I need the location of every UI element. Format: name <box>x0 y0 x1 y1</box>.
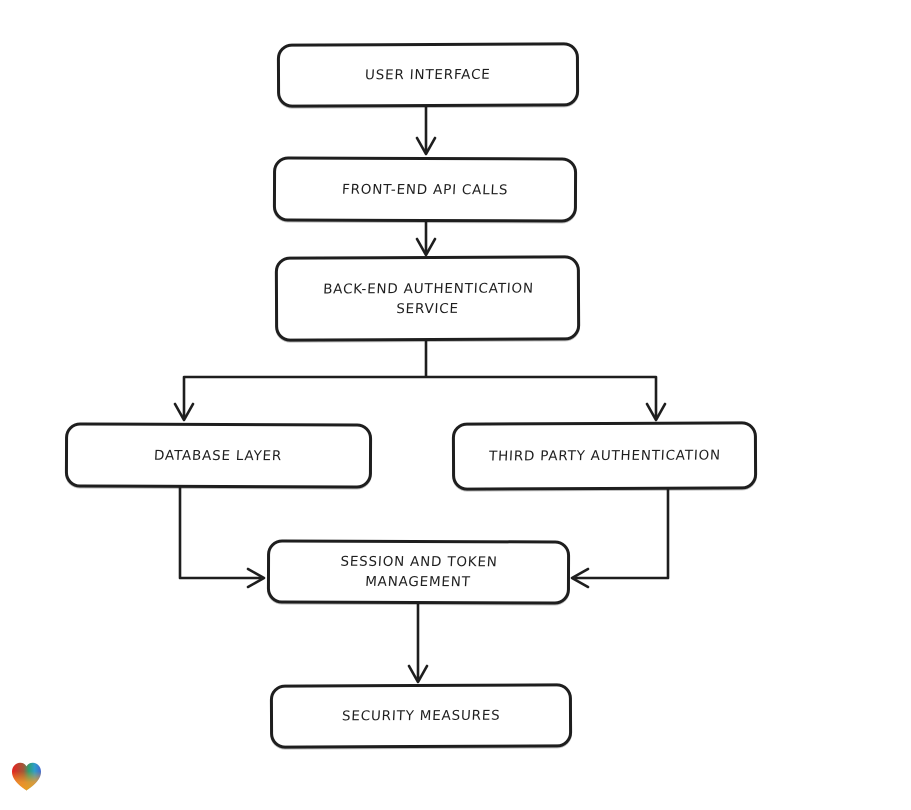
heart-icon <box>12 762 41 791</box>
node-label: FRONT-END API CALLS <box>341 181 509 198</box>
node-label: DATABASE LAYER <box>154 447 283 464</box>
edge-front-end-api-calls-to-back-end-authentication-service <box>415 219 437 257</box>
node-back-end-authentication-service: BACK-END AUTHENTICATION SERVICE <box>274 255 581 342</box>
node-session-and-token-management: SESSION AND TOKEN MANAGEMENT <box>266 539 571 605</box>
edge-user-interface-to-front-end-api-calls <box>415 105 437 156</box>
node-label: USER INTERFACE <box>364 66 492 84</box>
edge-database-layer-to-session-and-token-management <box>178 485 266 589</box>
edge-session-and-token-management-to-security-measures <box>407 602 429 684</box>
node-label: SESSION AND TOKEN MANAGEMENT <box>340 553 499 591</box>
node-label: BACK-END AUTHENTICATION SERVICE <box>322 280 534 317</box>
node-user-interface: USER INTERFACE <box>276 42 580 108</box>
node-label: SECURITY MEASURES <box>341 707 501 725</box>
heart-logo <box>10 761 43 792</box>
node-third-party-authentication: THIRD PARTY AUTHENTICATION <box>451 421 758 491</box>
node-label: THIRD PARTY AUTHENTICATION <box>488 447 721 465</box>
node-security-measures: SECURITY MEASURES <box>269 683 573 749</box>
node-database-layer: DATABASE LAYER <box>64 422 373 489</box>
edge-third-party-authentication-to-session-and-token-management <box>570 487 670 589</box>
edge-back-end-authentication-service-branch <box>173 339 667 422</box>
node-front-end-api-calls: FRONT-END API CALLS <box>272 156 578 223</box>
